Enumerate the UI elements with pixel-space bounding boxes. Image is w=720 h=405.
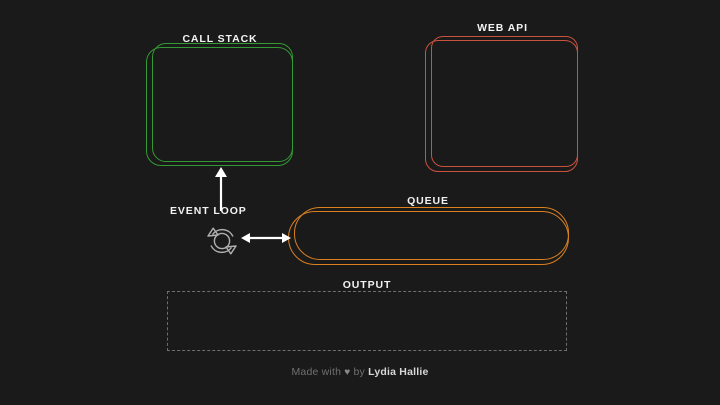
web-api-label: WEB API (477, 22, 528, 34)
arrow-up-icon (215, 167, 227, 211)
output-panel[interactable] (167, 291, 567, 351)
arrow-left-right-icon (241, 233, 291, 243)
call-stack-label: CALL STACK (182, 33, 258, 45)
queue-label: QUEUE (407, 195, 449, 207)
footer-by: by (353, 366, 366, 378)
loop-refresh-icon (200, 219, 244, 263)
footer-author[interactable]: Lydia Hallie (368, 366, 429, 378)
queue-panel[interactable] (294, 207, 569, 260)
footer-credit: Made with ♥ by Lydia Hallie (0, 366, 720, 378)
output-label: OUTPUT (342, 279, 392, 291)
event-loop-label: EVENT LOOP (170, 205, 247, 217)
heart-icon: ♥ (344, 367, 351, 378)
web-api-panel[interactable] (431, 36, 578, 167)
call-stack-panel[interactable] (152, 43, 293, 162)
footer-made-with: Made with (291, 366, 342, 378)
